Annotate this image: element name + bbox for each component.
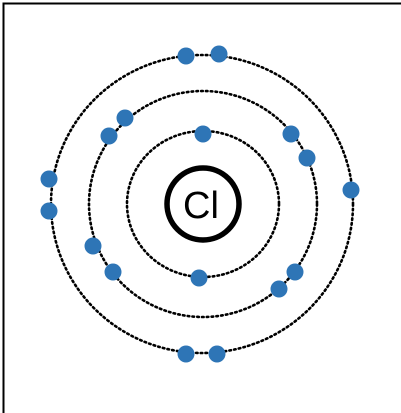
- electron: [282, 125, 300, 143]
- electron: [40, 202, 58, 220]
- electron: [100, 127, 118, 145]
- electron: [210, 45, 228, 63]
- electron: [116, 109, 134, 127]
- electron: [40, 170, 58, 188]
- electron: [286, 263, 304, 281]
- nucleus: [164, 165, 242, 243]
- electron: [84, 237, 102, 255]
- electron: [298, 149, 316, 167]
- shell-2-electrons: [84, 109, 316, 298]
- electron: [270, 280, 288, 298]
- electron: [194, 125, 212, 143]
- electron: [190, 269, 208, 287]
- element-symbol: Cl: [183, 185, 219, 227]
- electron: [177, 345, 195, 363]
- electron: [208, 345, 226, 363]
- shell-2-orbit: [87, 89, 319, 319]
- electron: [342, 181, 360, 199]
- electron: [177, 47, 195, 65]
- shell-1-electrons: [190, 125, 212, 287]
- electron: [104, 263, 122, 281]
- shell-3-electrons: [40, 45, 360, 363]
